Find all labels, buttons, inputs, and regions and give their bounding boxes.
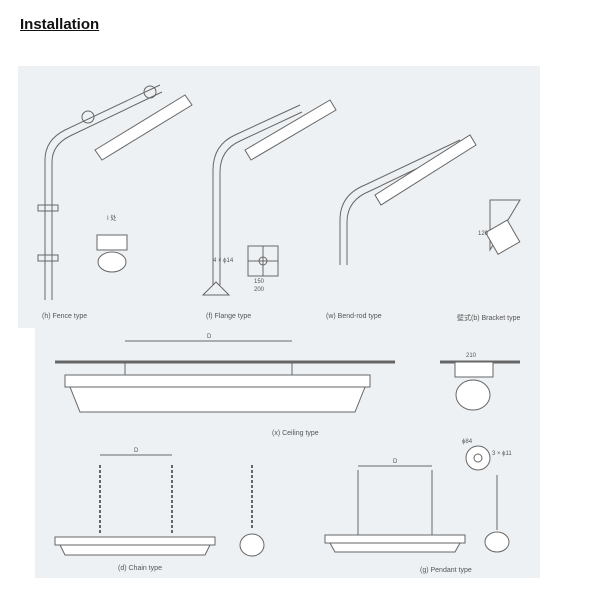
caption-bend-rod: (w) Bend-rod type bbox=[326, 313, 382, 320]
flange-dim-150: 150 bbox=[254, 279, 265, 285]
bend-rod-type-drawing bbox=[339, 134, 521, 265]
flange-type-drawing bbox=[201, 99, 337, 296]
caption-pendant: (g) Pendant type bbox=[420, 567, 472, 574]
pendant-type-drawing bbox=[324, 445, 510, 553]
ceiling-dim-d: D bbox=[207, 334, 212, 340]
figure-panel-top-right bbox=[300, 66, 540, 328]
page-title: Installation bbox=[20, 16, 100, 33]
caption-flange: (f) Flange type bbox=[206, 313, 252, 320]
fence-type-drawing bbox=[37, 84, 193, 300]
pendant-dim-d: D bbox=[393, 459, 398, 465]
caption-bracket: 壁式(b) Bracket type bbox=[457, 315, 521, 322]
chain-dim-d: D bbox=[134, 448, 139, 454]
flange-dim-200: 200 bbox=[254, 287, 265, 293]
pendant-dim-84: ϕ84 bbox=[462, 439, 473, 445]
pendant-holes: 3 × ϕ11 bbox=[492, 451, 512, 457]
caption-chain: (d) Chain type bbox=[118, 565, 162, 572]
ceiling-dim-210: 210 bbox=[466, 353, 477, 359]
caption-fence: (h) Fence type bbox=[42, 313, 88, 320]
caption-ceiling: (x) Ceiling type bbox=[272, 430, 319, 437]
flange-hole-label: 4 × ϕ14 bbox=[213, 258, 234, 264]
ceiling-type-drawing bbox=[55, 340, 520, 413]
bracket-dim-120: 120 bbox=[478, 231, 489, 237]
chain-type-drawing bbox=[54, 454, 265, 557]
detail-label: I 处 bbox=[107, 214, 116, 222]
